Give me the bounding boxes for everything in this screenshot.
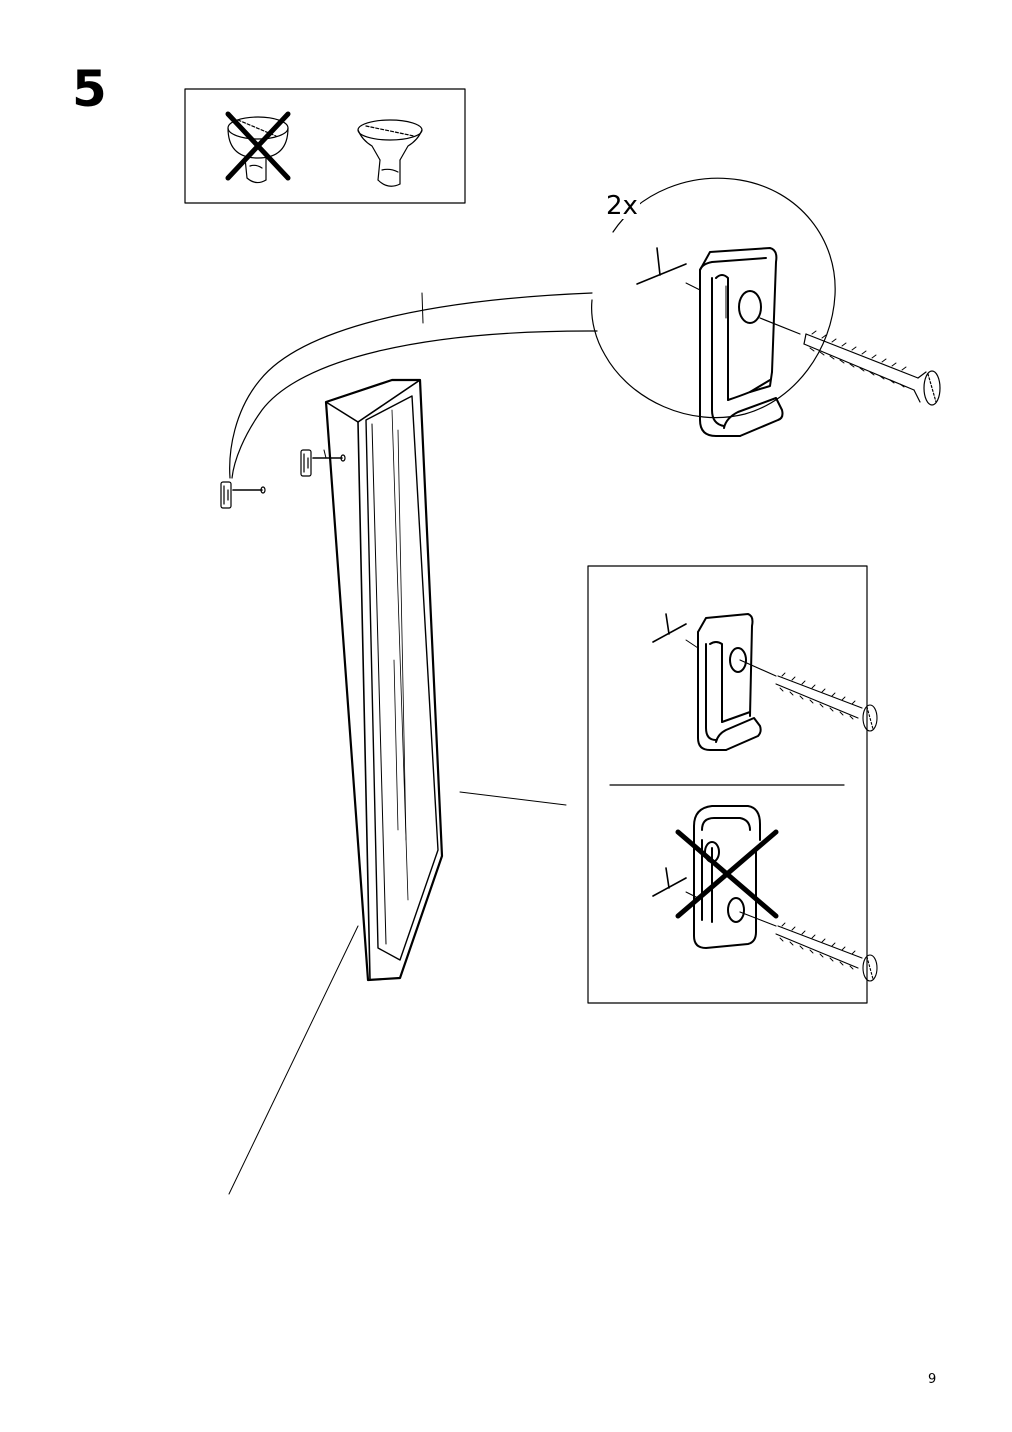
bracket-detail-circle bbox=[229, 177, 836, 479]
bracket-correct-orientation bbox=[652, 613, 878, 751]
cross-mark-icon bbox=[675, 829, 779, 919]
step-number: 5 bbox=[72, 60, 107, 118]
bracket-wrong-orientation bbox=[652, 805, 878, 982]
small-bracket-left bbox=[220, 481, 266, 509]
quantity-label: 2x bbox=[604, 191, 640, 221]
wall-bracket-icon bbox=[699, 247, 784, 437]
bracket-orientation-panel bbox=[587, 565, 878, 1004]
screw-head-comparison-panel bbox=[184, 88, 466, 204]
wall-lines bbox=[228, 292, 567, 1195]
page-number: 9 bbox=[928, 1372, 937, 1387]
wall-symbol bbox=[636, 247, 701, 291]
round-head-screw-crossed-icon bbox=[225, 111, 291, 184]
countersunk-screw-icon bbox=[357, 119, 423, 187]
mirror-frame-illustration bbox=[324, 378, 444, 982]
small-bracket-right bbox=[300, 449, 346, 477]
wood-screw-icon bbox=[759, 317, 941, 406]
